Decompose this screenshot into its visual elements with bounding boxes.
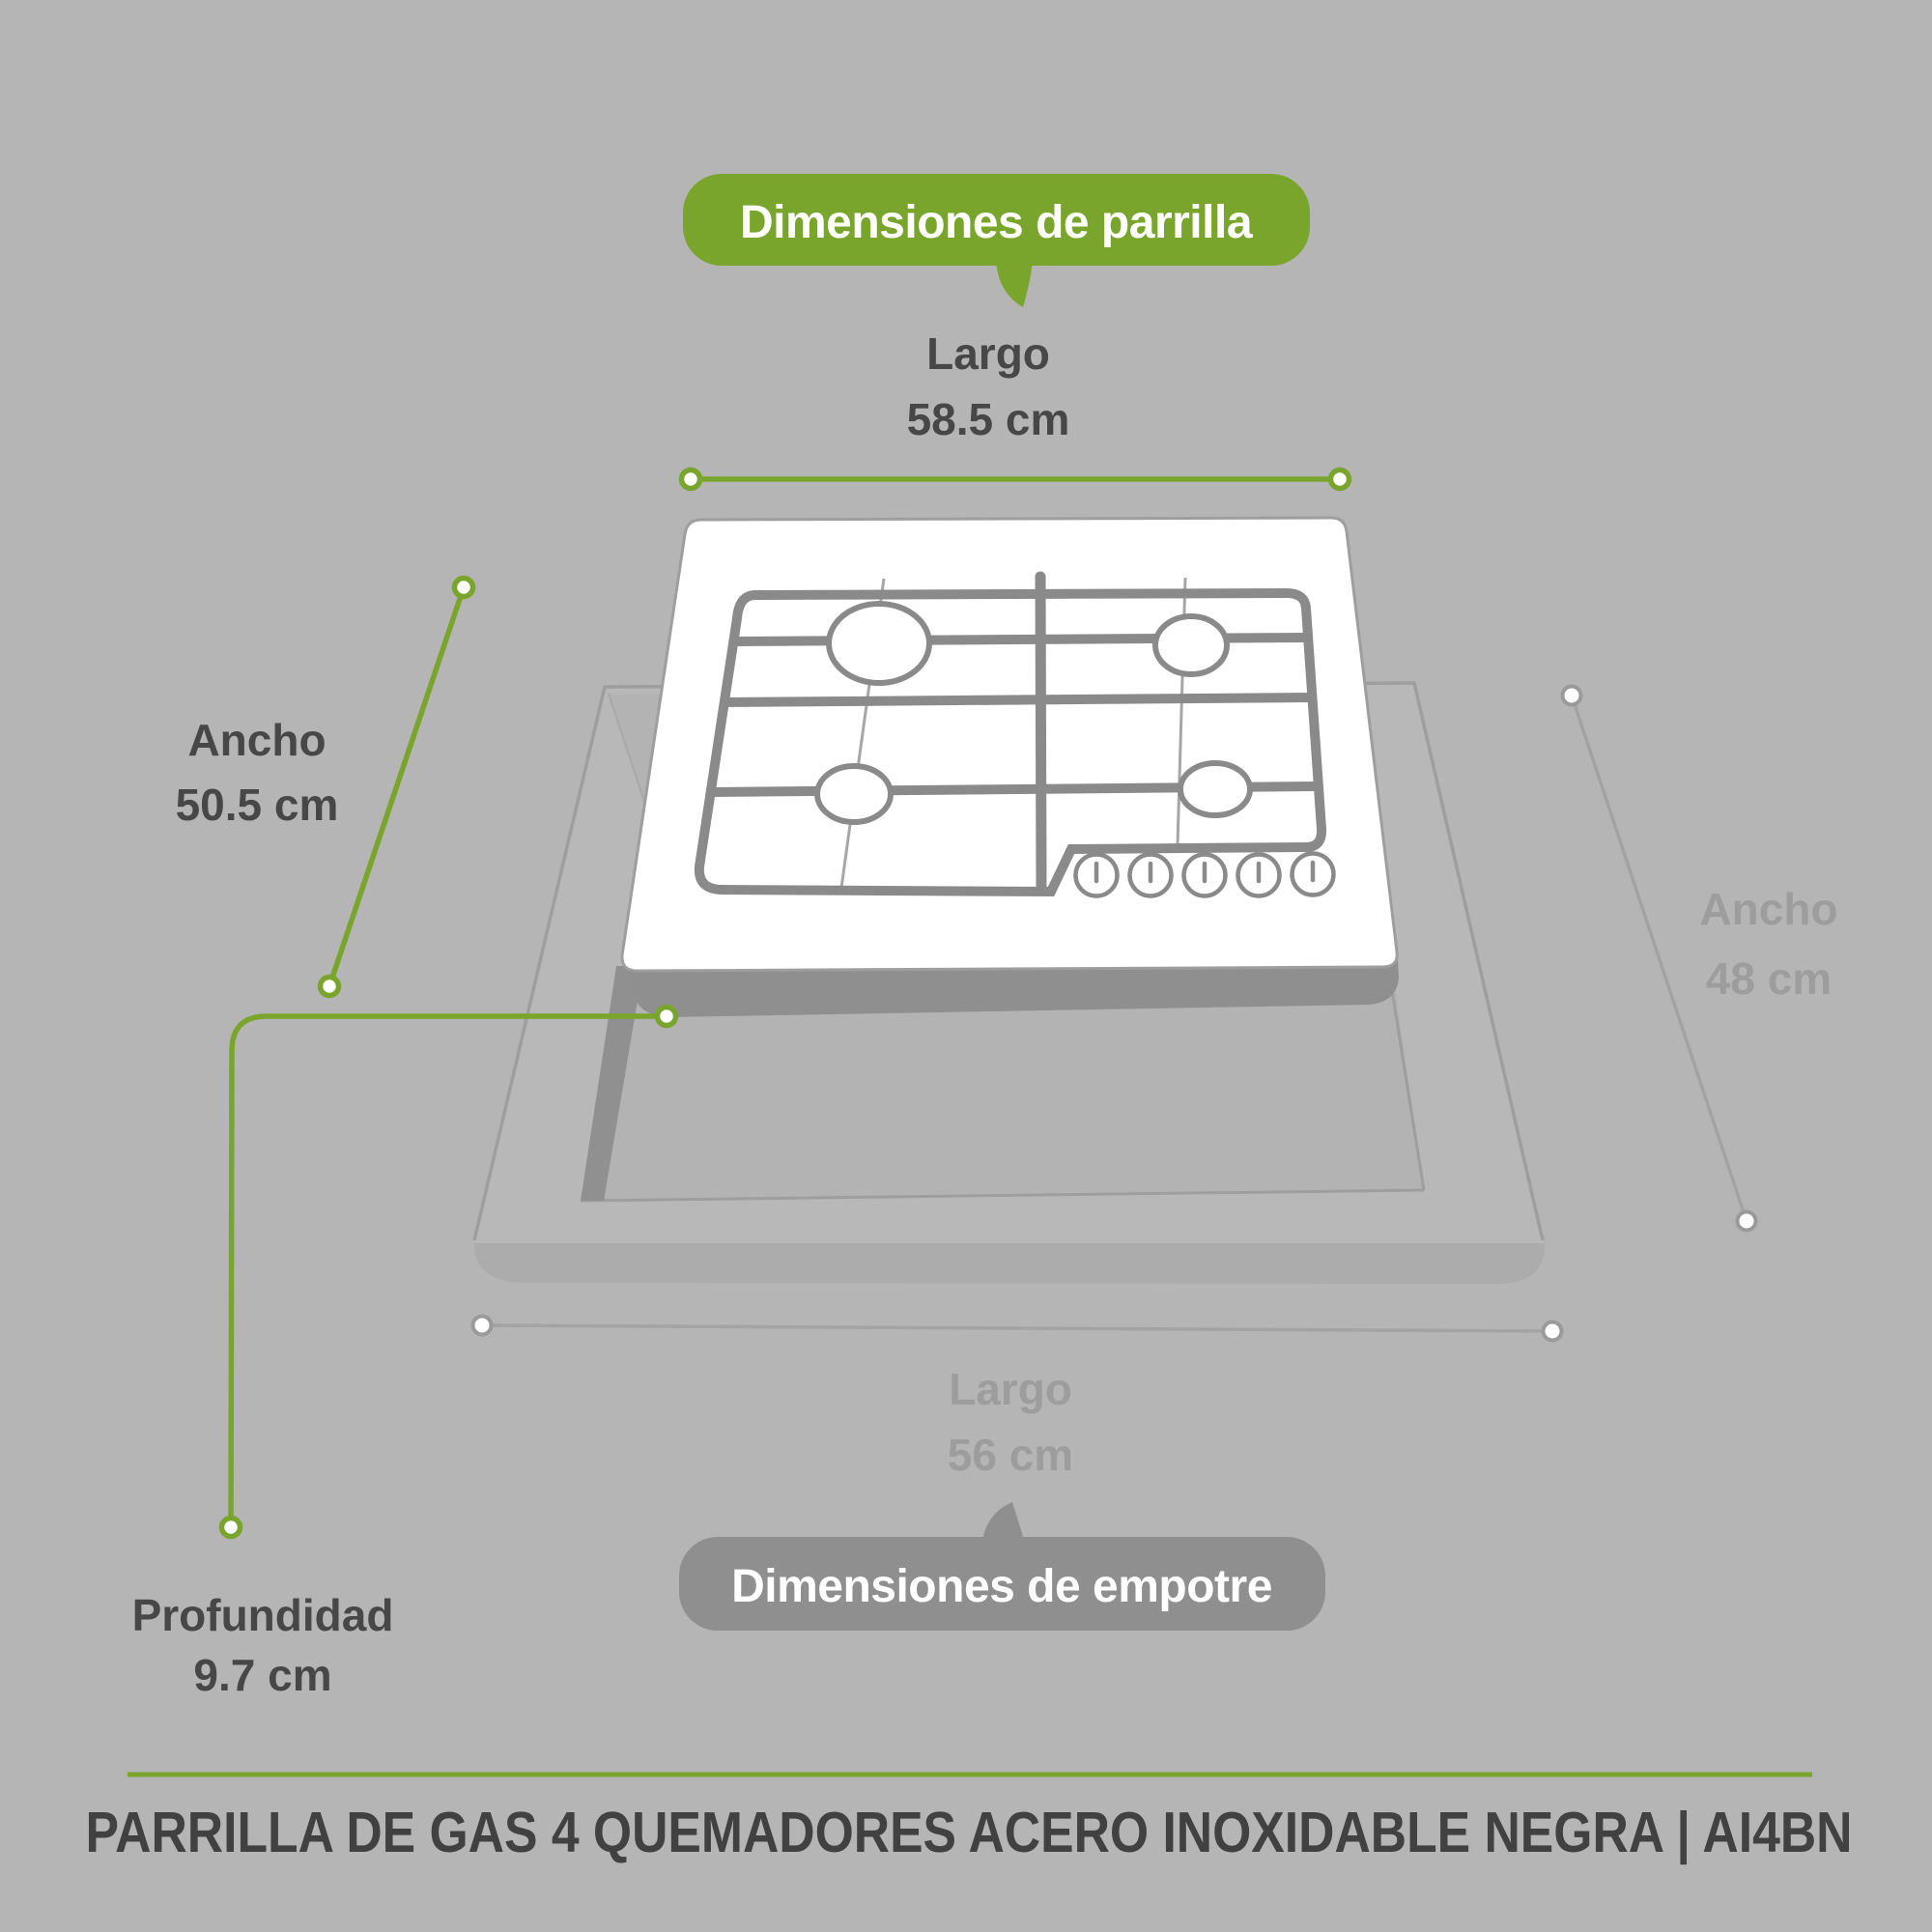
callout-parrilla-bubble xyxy=(683,174,1310,266)
footer: PARRILLA DE GAS 4 QUEMADORES ACERO INOXI… xyxy=(86,1772,1853,1865)
label-ancho-empotre: Ancho xyxy=(1699,884,1837,934)
dim-dot xyxy=(451,575,476,600)
callout-parrilla-tail xyxy=(996,261,1033,307)
label-largo-parrilla: Largo xyxy=(926,328,1050,379)
knob-5 xyxy=(1290,851,1336,897)
dim-line-profundidad-parrilla xyxy=(228,1013,667,1528)
dim-dot xyxy=(1541,1320,1564,1343)
footer-title: PARRILLA DE GAS 4 QUEMADORES ACERO INOXI… xyxy=(86,1801,1853,1865)
dim-lines-parrilla xyxy=(218,467,1352,1540)
burner-bottom-right xyxy=(1178,760,1253,818)
grid-divider xyxy=(1035,571,1047,895)
callout-empotre: Dimensiones de empotre xyxy=(679,1502,1325,1631)
callout-empotre-bubble xyxy=(679,1537,1325,1631)
grid-frame xyxy=(694,587,1327,897)
cooktop-body xyxy=(620,516,1399,973)
burners xyxy=(814,601,1253,825)
callout-parrilla-label: Dimensiones de parrilla xyxy=(740,197,1253,248)
callout-empotre-label: Dimensiones de empotre xyxy=(731,1561,1272,1612)
value-largo-parrilla: 58.5 cm xyxy=(907,394,1070,444)
grid-bar-2 xyxy=(724,693,1313,707)
dim-lines-empotre xyxy=(470,684,1758,1343)
label-ancho-parrilla: Ancho xyxy=(187,715,326,765)
knob-2 xyxy=(1127,852,1174,898)
value-largo-empotre: 56 cm xyxy=(948,1430,1073,1480)
label-largo-empotre: Largo xyxy=(949,1364,1072,1414)
dim-endpoints-gray xyxy=(470,684,1758,1343)
knob-4 xyxy=(1236,852,1282,898)
dim-dot xyxy=(317,974,342,999)
burner-top-left xyxy=(826,601,932,686)
burner-bottom-left xyxy=(814,763,894,825)
dim-dot xyxy=(1735,1209,1758,1233)
knob-1 xyxy=(1073,852,1120,898)
cooktop xyxy=(620,516,1399,1017)
dim-line-ancho-parrilla xyxy=(327,586,467,987)
countertop-front-face xyxy=(473,1236,1546,1284)
dim-dot xyxy=(1327,467,1352,492)
burner-top-right xyxy=(1152,613,1230,677)
value-ancho-parrilla: 50.5 cm xyxy=(176,780,339,830)
dim-line-largo-empotre xyxy=(481,1323,1553,1333)
callout-parrilla: Dimensiones de parrilla xyxy=(683,174,1310,307)
value-ancho-empotre: 48 cm xyxy=(1706,953,1832,1004)
cutout-inner-wall-shadow xyxy=(581,966,643,1201)
label-profundidad-parrilla: Profundidad xyxy=(132,1590,394,1640)
dim-dot xyxy=(678,467,703,492)
dim-dot xyxy=(470,1314,494,1337)
callout-empotre-tail xyxy=(982,1502,1024,1541)
control-knobs xyxy=(1073,851,1336,898)
dim-line-ancho-empotre xyxy=(1570,695,1748,1222)
cutout-inner-edge xyxy=(607,693,651,817)
cutout-right-edge xyxy=(1390,989,1426,1191)
value-profundidad-parrilla: 9.7 cm xyxy=(193,1650,331,1700)
cutout-bottom-edge xyxy=(580,1188,1425,1203)
dim-dot xyxy=(1560,684,1583,707)
dim-labels: Largo 58.5 cm Ancho 50.5 cm Profundidad … xyxy=(132,328,1838,1700)
dim-endpoints-green xyxy=(218,467,1352,1540)
dim-dot xyxy=(218,1515,243,1540)
knob-3 xyxy=(1181,852,1228,898)
dim-dot xyxy=(654,1004,679,1029)
